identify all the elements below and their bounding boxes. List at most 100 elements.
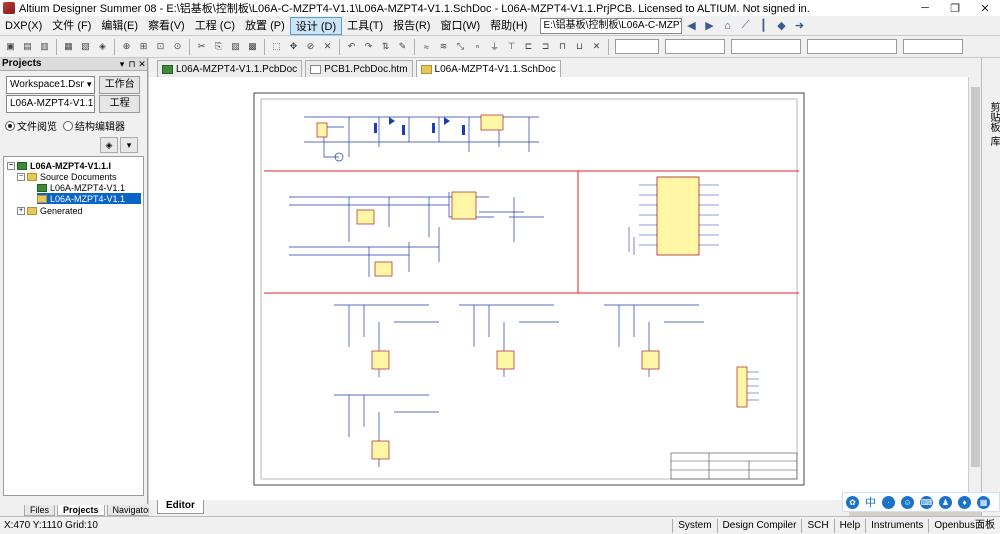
- status-instruments-button[interactable]: Instruments: [865, 518, 928, 533]
- menu-view[interactable]: 察看(V): [148, 19, 185, 32]
- status-system-button[interactable]: System: [672, 518, 716, 533]
- user-icon[interactable]: ♟: [939, 495, 952, 509]
- wire-tool-icon[interactable]: ⟋: [741, 19, 750, 31]
- scrollbar-thumb[interactable]: [971, 87, 980, 467]
- menu-edit[interactable]: 编辑(E): [101, 19, 139, 32]
- doc-tab-schdoc[interactable]: L06A-MZPT4-V1.1.SchDoc: [415, 60, 561, 77]
- component-icon[interactable]: ◈: [99, 41, 106, 51]
- workspace-combo[interactable]: Workspace1.DsnWr ▼: [6, 76, 96, 94]
- print-preview-icon[interactable]: ▧: [81, 41, 90, 51]
- place-part-icon[interactable]: ⊏: [524, 41, 533, 51]
- skin-icon[interactable]: ♦: [958, 495, 971, 509]
- status-help-button[interactable]: Help: [833, 518, 866, 533]
- panel-close-icon[interactable]: ✕: [138, 59, 146, 69]
- project-combo[interactable]: L06A-MZPT4-V1.1.PrjPC: [6, 95, 96, 113]
- emoji-icon[interactable]: ☺: [901, 495, 914, 509]
- filter-combo-4[interactable]: [807, 39, 897, 54]
- hierarchy-up-icon[interactable]: ⇅: [381, 41, 390, 51]
- radio-file-view[interactable]: [5, 120, 15, 131]
- panel-pin-icon[interactable]: ⊓: [128, 59, 136, 69]
- tree-root[interactable]: − L06A-MZPT4-V1.1.I: [7, 160, 111, 171]
- ime-mode-label[interactable]: 中: [865, 497, 876, 509]
- pin-icon[interactable]: ┃: [760, 20, 767, 32]
- schematic-canvas[interactable]: [149, 77, 968, 500]
- compile-icon[interactable]: ◈: [100, 137, 118, 153]
- select-area-icon[interactable]: ⬚: [272, 41, 281, 51]
- tree-generated[interactable]: + Generated: [17, 205, 83, 216]
- status-sch-button[interactable]: SCH: [801, 518, 833, 533]
- menu-file[interactable]: 文件 (F): [52, 19, 92, 32]
- zoom-select-icon[interactable]: ⊡: [156, 41, 165, 51]
- menu-tools[interactable]: 工具(T): [347, 19, 384, 32]
- doc-tab-pcbdoc[interactable]: L06A-MZPT4-V1.1.PcbDoc: [157, 60, 303, 77]
- place-bus-icon[interactable]: ≋: [439, 41, 448, 51]
- undo-icon[interactable]: ↶: [347, 41, 356, 51]
- clipboard-tab[interactable]: 剪贴板: [988, 102, 999, 132]
- place-wire-icon[interactable]: ≈: [424, 41, 429, 52]
- restore-icon[interactable]: ❐: [950, 2, 960, 15]
- bus-entry-icon[interactable]: ⤡: [456, 41, 465, 51]
- copy-icon[interactable]: ⎘: [214, 41, 223, 51]
- port-icon[interactable]: ⊔: [575, 41, 584, 51]
- open-folder-icon[interactable]: ▣: [6, 41, 15, 51]
- folder-menu-icon[interactable]: ▾: [120, 137, 138, 153]
- collapse-icon[interactable]: −: [17, 172, 25, 181]
- path-combo[interactable]: E:\铝基板\控制板\L06A-C-MZPT4: [540, 17, 683, 34]
- no-erc-icon[interactable]: ✕: [592, 41, 601, 51]
- expand-icon[interactable]: +: [17, 206, 25, 215]
- radio-struct-editor[interactable]: [63, 120, 73, 131]
- menu-window[interactable]: 窗口(W): [440, 19, 481, 32]
- cut-icon[interactable]: ✂: [197, 41, 206, 51]
- tab-projects[interactable]: Projects: [57, 505, 105, 516]
- vcc-port-icon[interactable]: ⊤: [507, 41, 516, 51]
- filter-combo-1[interactable]: [615, 39, 659, 54]
- filter-combo-2[interactable]: [665, 39, 725, 54]
- print-icon[interactable]: ▦: [64, 41, 73, 51]
- vertical-scrollbar[interactable]: [968, 77, 981, 500]
- arrow-right-icon[interactable]: ➜: [794, 20, 805, 32]
- doc-tab-htm[interactable]: PCB1.PcbDoc.htm: [305, 60, 413, 77]
- menu-design[interactable]: 设计 (D): [289, 16, 343, 35]
- menu-reports[interactable]: 报告(R): [393, 19, 431, 32]
- filter-combo-5[interactable]: [903, 39, 963, 54]
- forward-icon[interactable]: ▶: [705, 20, 714, 32]
- back-icon[interactable]: ◀: [687, 20, 696, 32]
- deselect-icon[interactable]: ⊘: [306, 41, 315, 51]
- menu-help[interactable]: 帮助(H): [490, 19, 528, 32]
- status-openbus-button[interactable]: Openbus面板: [928, 518, 1000, 533]
- diamond-icon[interactable]: ◆: [777, 20, 786, 32]
- tab-files[interactable]: Files: [24, 505, 56, 516]
- menu-dxp[interactable]: DXP(X): [5, 19, 43, 32]
- menu-project[interactable]: 工程 (C): [194, 19, 236, 32]
- cross-probe-icon[interactable]: ✎: [398, 41, 407, 51]
- home-icon[interactable]: ⌂: [724, 19, 731, 32]
- zoom-in-icon[interactable]: ⊙: [173, 41, 182, 51]
- tree-source-documents[interactable]: − Source Documents: [17, 171, 117, 182]
- close-icon[interactable]: ✕: [980, 2, 990, 15]
- tree-sch-doc[interactable]: L06A-MZPT4-V1.1: [37, 193, 141, 204]
- net-label-icon[interactable]: ⁿ: [475, 41, 480, 52]
- editor-tab[interactable]: Editor: [157, 500, 204, 514]
- minimize-icon[interactable]: ─: [921, 2, 929, 14]
- project-button[interactable]: 工程: [99, 95, 140, 113]
- keyboard-icon[interactable]: ⌨: [920, 495, 933, 509]
- zoom-fit-icon[interactable]: ⊕: [122, 41, 131, 51]
- ime-logo-icon[interactable]: ✿: [846, 495, 859, 509]
- rubber-stamp-icon[interactable]: ▩: [248, 41, 257, 51]
- status-design-compiler-button[interactable]: Design Compiler: [716, 518, 802, 533]
- sheet-entry-icon[interactable]: ⊓: [558, 41, 567, 51]
- move-icon[interactable]: ✥: [289, 41, 298, 51]
- workspace-button[interactable]: 工作台: [99, 76, 140, 94]
- collapse-icon[interactable]: −: [7, 161, 15, 170]
- redo-icon[interactable]: ↷: [364, 41, 373, 51]
- tree-pcb-doc[interactable]: L06A-MZPT4-V1.1: [37, 182, 125, 193]
- sheet-symbol-icon[interactable]: ⊐: [541, 41, 550, 51]
- menu-place[interactable]: 放置 (P): [245, 19, 285, 32]
- open-icon[interactable]: ▤: [23, 41, 32, 51]
- punctuation-icon[interactable]: ·: [882, 495, 895, 509]
- zoom-area-icon[interactable]: ⊞: [139, 41, 148, 51]
- library-tab[interactable]: 库: [988, 136, 999, 146]
- panel-dropdown-icon[interactable]: ▾: [119, 59, 125, 69]
- clear-filter-icon[interactable]: ✕: [323, 41, 332, 51]
- gnd-port-icon[interactable]: ⏚: [489, 42, 499, 52]
